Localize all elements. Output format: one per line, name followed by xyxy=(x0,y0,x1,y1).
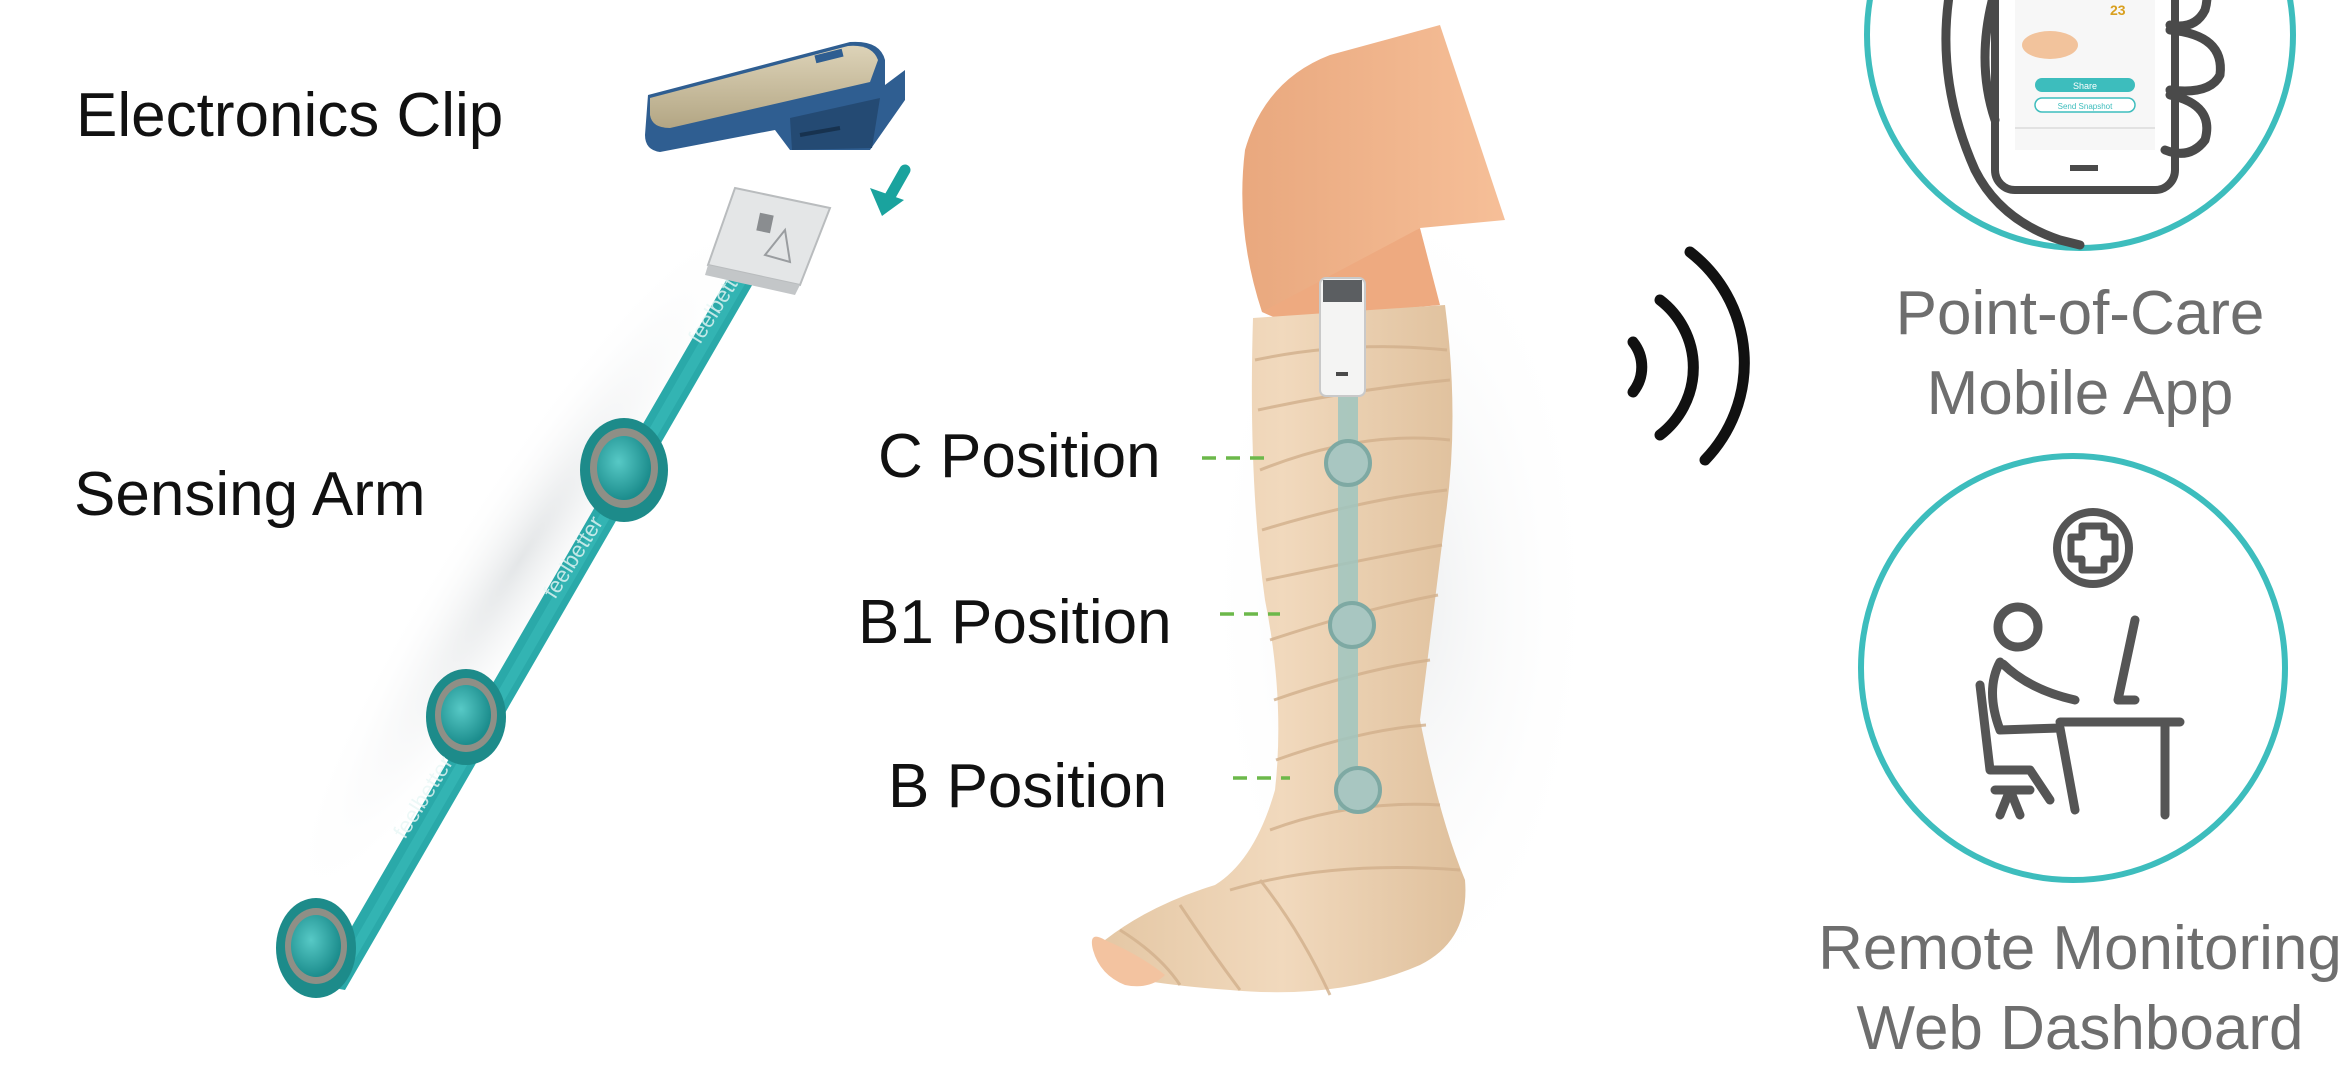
sensor-pod-1 xyxy=(580,418,668,522)
electronics-clip-label: Electronics Clip xyxy=(76,85,503,147)
app-snapshot-label: Send Snapshot xyxy=(2058,102,2113,111)
sensor-pod-3 xyxy=(276,898,356,998)
connector-block xyxy=(705,188,830,295)
leg xyxy=(1092,25,1505,995)
mobile-app-caption: Point-of-Care Mobile App xyxy=(1780,274,2351,434)
dashboard-caption: Remote Monitoring Web Dashboard xyxy=(1780,909,2351,1069)
app-screen-value: 23 xyxy=(2110,2,2126,18)
wireless-signal-icon xyxy=(1633,252,1744,460)
dashboard-caption-line2: Web Dashboard xyxy=(1780,989,2351,1069)
dashboard-caption-line1: Remote Monitoring xyxy=(1780,909,2351,989)
sensing-arm-label: Sensing Arm xyxy=(74,464,426,526)
leg-pod-c xyxy=(1326,441,1370,485)
mobile-app-icon: 23 Share Send Snapshot xyxy=(1867,0,2293,248)
insert-arrow-icon xyxy=(870,170,905,216)
electronics-clip xyxy=(645,42,905,152)
mobile-app-caption-line1: Point-of-Care xyxy=(1780,274,2351,354)
leg-pod-b1 xyxy=(1330,603,1374,647)
dashboard-icon xyxy=(1861,456,2285,880)
b-position-label: B Position xyxy=(888,756,1167,818)
sensor-pod-2 xyxy=(426,669,506,765)
c-position-label: C Position xyxy=(878,426,1161,488)
mobile-app-caption-line2: Mobile App xyxy=(1780,354,2351,434)
app-share-label: Share xyxy=(2073,81,2097,91)
b1-position-label: B1 Position xyxy=(858,592,1172,654)
leg-pod-b xyxy=(1336,768,1380,812)
